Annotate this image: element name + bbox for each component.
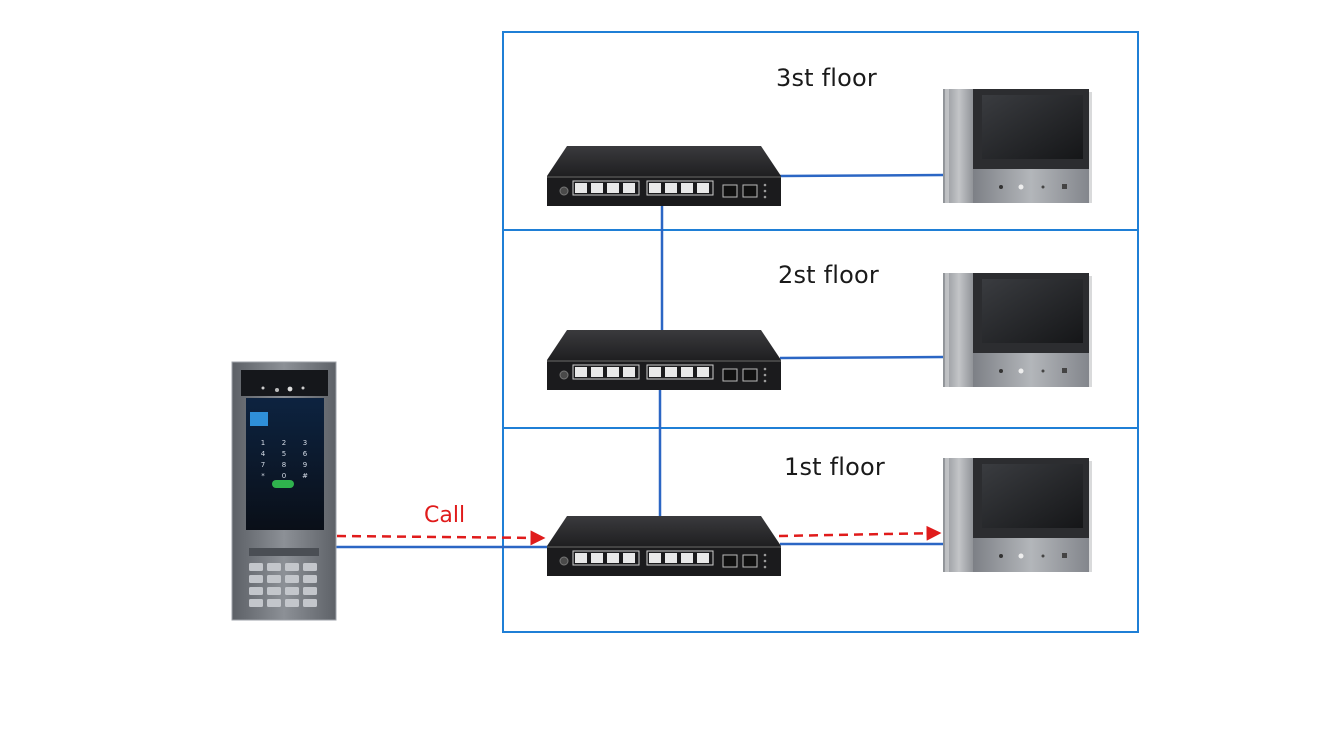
door-station-key <box>285 587 299 595</box>
floor-label-2: 2st floor <box>778 261 879 289</box>
call-arrow-door-to-switch <box>336 530 546 546</box>
door-station-key <box>303 563 317 571</box>
keypad-digit: 3 <box>303 439 307 447</box>
door-station-key <box>303 587 317 595</box>
network-switch-floor3 <box>546 145 782 207</box>
keypad-digit: # <box>302 472 308 480</box>
door-station-key <box>267 587 281 595</box>
door-station-key <box>285 575 299 583</box>
keypad-digit: * <box>261 472 265 480</box>
floor-label-3: 3st floor <box>776 64 877 92</box>
network-cables <box>336 173 944 549</box>
indoor-monitor-floor2 <box>943 273 1092 387</box>
keypad-digit: 0 <box>282 472 286 480</box>
keypad-digit: 2 <box>282 439 286 447</box>
door-station-key <box>285 563 299 571</box>
keypad-digit: 7 <box>261 461 265 469</box>
door-station-buttons <box>249 563 317 607</box>
network-switch-floor1 <box>546 515 782 577</box>
door-station-key <box>267 599 281 607</box>
keypad-digit: 8 <box>282 461 286 469</box>
door-station-key <box>249 587 263 595</box>
door-station-key <box>249 563 263 571</box>
keypad-digit: 1 <box>261 439 265 447</box>
keypad-digit: 5 <box>282 450 286 458</box>
door-station-key <box>285 599 299 607</box>
keypad-digit: 9 <box>303 461 307 469</box>
door-station-key <box>267 575 281 583</box>
building-frame <box>502 31 1139 633</box>
call-arrow-switch-to-monitor <box>778 525 942 541</box>
floor-label-1: 1st floor <box>784 453 885 481</box>
door-station-key <box>249 575 263 583</box>
door-station-keypad-digits: 1 2 3 4 5 6 7 8 9 * 0 # <box>261 439 308 480</box>
door-station-key <box>303 575 317 583</box>
door-station-key <box>303 599 317 607</box>
network-switch-floor2 <box>546 329 782 391</box>
cable-switch2-monitor2 <box>779 355 944 360</box>
keypad-digit: 4 <box>261 450 266 458</box>
cable-switch3-monitor3 <box>779 173 944 178</box>
call-arrows <box>336 525 942 546</box>
keypad-digit: 6 <box>303 450 308 458</box>
door-station: 1 2 3 4 5 6 7 8 9 * 0 # <box>231 361 337 621</box>
indoor-monitor-floor1 <box>943 458 1092 572</box>
call-label: Call <box>424 503 466 528</box>
door-station-key <box>249 599 263 607</box>
indoor-monitor-floor3 <box>943 89 1092 203</box>
door-station-key <box>267 563 281 571</box>
